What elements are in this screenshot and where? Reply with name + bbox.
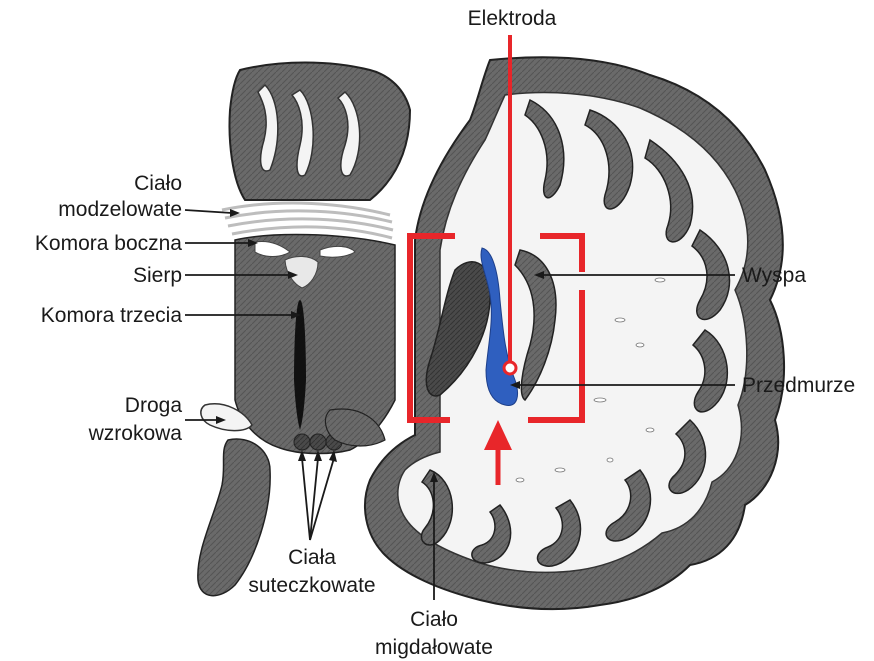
label-amygdala-line1: Ciało bbox=[410, 608, 458, 631]
label-claustrum: Przedmurze bbox=[742, 374, 855, 397]
label-optic-tract-line1: Droga bbox=[125, 394, 183, 417]
left-medial-cortex bbox=[230, 63, 410, 201]
label-mammillary-line2: suteczkowate bbox=[248, 574, 375, 597]
left-temporal-fragment bbox=[198, 439, 270, 596]
label-insula: Wyspa bbox=[742, 264, 806, 287]
corpus-callosum bbox=[222, 203, 393, 238]
label-mammillary-line1: Ciała bbox=[288, 546, 336, 569]
label-lateral-ventricle: Komora boczna bbox=[35, 232, 182, 255]
label-corpus-callosum-line2: modzelowate bbox=[58, 198, 182, 221]
label-amygdala-line2: migdałowate bbox=[375, 636, 493, 659]
electrode-tip bbox=[504, 362, 516, 374]
label-corpus-callosum-line1: Ciało bbox=[134, 172, 182, 195]
right-hemisphere bbox=[365, 57, 784, 609]
label-electrode: Elektroda bbox=[468, 7, 557, 30]
label-optic-tract-line2: wzrokowa bbox=[88, 422, 183, 445]
label-third-ventricle: Komora trzecia bbox=[41, 304, 183, 327]
label-septum: Sierp bbox=[133, 264, 182, 287]
